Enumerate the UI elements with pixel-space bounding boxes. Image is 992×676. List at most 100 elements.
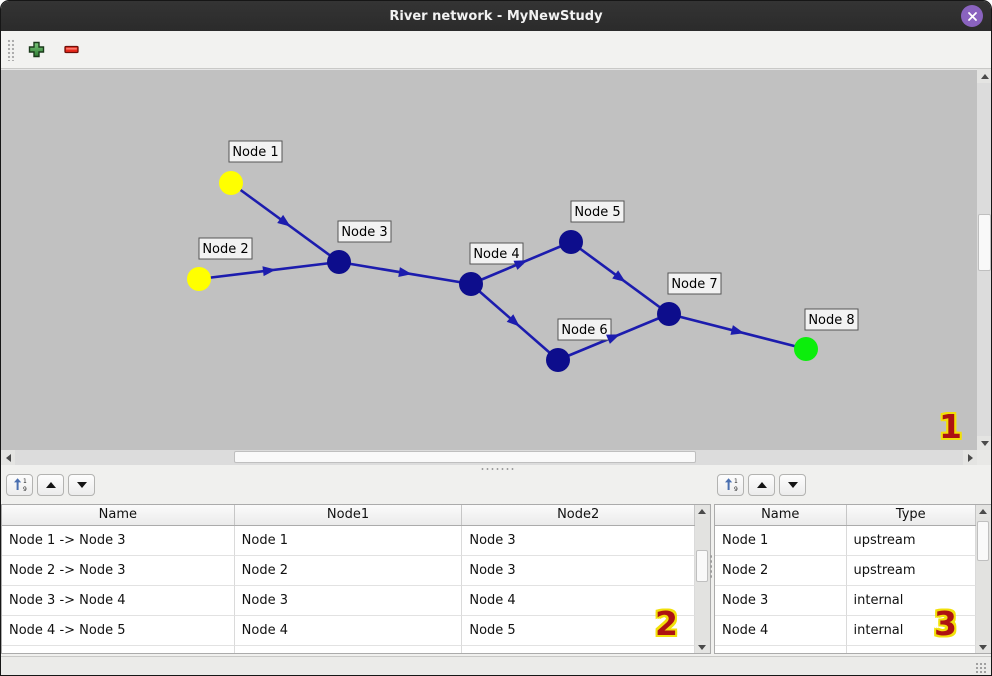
close-button[interactable] <box>961 5 983 27</box>
panel-splitter[interactable] <box>709 554 715 580</box>
svg-text:Node 4: Node 4 <box>473 247 519 262</box>
diagram-node-node-2[interactable] <box>187 267 211 291</box>
minus-icon <box>63 45 79 54</box>
links-cell-name[interactable]: Node 2 -> Node 3 <box>2 556 235 586</box>
scroll-left-icon <box>5 453 11 462</box>
node-label-node-4: Node 4 <box>469 242 524 265</box>
nodes-table-vertical-scrollbar[interactable] <box>976 504 991 654</box>
links-cell-node2[interactable]: Node 5 <box>462 616 695 646</box>
links-scroll-thumb[interactable] <box>696 550 708 582</box>
plus-icon <box>28 41 44 58</box>
links-cell-node2[interactable]: Node 3 <box>462 556 695 586</box>
links-cell-node1[interactable]: Node 1 <box>234 526 463 556</box>
nodes-column-header-name[interactable]: Name <box>715 505 847 525</box>
diagram-node-node-4[interactable] <box>459 272 483 296</box>
nodes-cell-type[interactable]: upstream <box>846 556 976 586</box>
remove-button[interactable] <box>58 37 84 63</box>
diagram-node-node-7[interactable] <box>657 302 681 326</box>
edge-arrow-icon <box>398 267 412 277</box>
nodes-scroll-up-button[interactable] <box>976 505 990 517</box>
nodes-cell-type[interactable]: internal <box>846 616 976 646</box>
links-move-down-button[interactable] <box>68 474 95 496</box>
links-sort-button[interactable]: 1 9 <box>6 474 33 496</box>
nodes-cell-type[interactable]: upstream <box>846 526 976 556</box>
nodes-cell-name[interactable]: Node 1 <box>715 526 847 556</box>
svg-text:Node 8: Node 8 <box>808 313 854 328</box>
links-cell-node2 <box>462 646 695 653</box>
diagram-scroll-left-button[interactable] <box>1 450 15 465</box>
links-scroll-down-button[interactable] <box>695 641 709 653</box>
node-label-node-2: Node 2 <box>198 237 253 260</box>
diagram-node-node-1[interactable] <box>219 171 243 195</box>
diagram-node-node-3[interactable] <box>327 250 351 274</box>
diagram-node-node-6[interactable] <box>546 348 570 372</box>
diagram-scroll-right-button[interactable] <box>963 450 977 465</box>
nodes-cell-name[interactable]: Node 2 <box>715 556 847 586</box>
titlebar[interactable]: River network - MyNewStudy <box>1 1 991 31</box>
sort-ascending-icon: 1 9 <box>724 478 738 493</box>
diagram-horizontal-scroll-thumb[interactable] <box>234 451 696 463</box>
add-button[interactable] <box>23 37 49 63</box>
horizontal-splitter[interactable] <box>1 465 991 473</box>
links-column-header-name[interactable]: Name <box>2 505 235 525</box>
annotation-marker-2: 2 <box>655 604 678 643</box>
links-scroll-up-button[interactable] <box>695 505 709 517</box>
nodes-move-down-button[interactable] <box>779 474 806 496</box>
links-column-header-node1[interactable]: Node1 <box>235 505 463 525</box>
diagram-scroll-down-button[interactable] <box>977 436 991 450</box>
triangle-down-icon <box>787 482 798 488</box>
links-cell-name[interactable]: Node 4 -> Node 5 <box>2 616 235 646</box>
nodes-cell-name[interactable]: Node 3 <box>715 586 847 616</box>
node-label-node-6: Node 6 <box>557 318 612 341</box>
nodes-move-up-button[interactable] <box>748 474 775 496</box>
nodes-scroll-thumb[interactable] <box>977 521 989 561</box>
resize-grip[interactable] <box>975 662 988 673</box>
nodes-cell-type <box>847 646 976 653</box>
scroll-right-icon <box>967 453 973 462</box>
nodes-sort-button[interactable]: 1 9 <box>717 474 744 496</box>
diagram-node-node-8[interactable] <box>794 337 818 361</box>
links-cell-node2[interactable]: Node 3 <box>462 526 695 556</box>
triangle-up-icon <box>756 482 767 488</box>
sort-ascending-icon: 1 9 <box>13 478 27 493</box>
svg-text:9: 9 <box>734 486 738 493</box>
triangle-down-icon <box>76 482 87 488</box>
links-cell-node2[interactable]: Node 4 <box>462 586 695 616</box>
links-cell-node1[interactable]: Node 2 <box>234 556 463 586</box>
links-cell-node1[interactable]: Node 4 <box>234 616 463 646</box>
diagram-vertical-scroll-thumb[interactable] <box>978 214 991 271</box>
links-cell-name[interactable]: Node 1 -> Node 3 <box>2 526 235 556</box>
main-toolbar <box>1 31 991 69</box>
diagram-scroll-up-button[interactable] <box>977 69 991 83</box>
edge-arrow-icon <box>513 260 528 270</box>
triangle-up-icon <box>45 482 56 488</box>
nodes-column-header-type[interactable]: Type <box>847 505 976 525</box>
links-cell-name[interactable]: Node 3 -> Node 4 <box>2 586 235 616</box>
links-cell-node1[interactable]: Node 3 <box>234 586 463 616</box>
diagram-horizontal-scrollbar[interactable] <box>1 450 977 465</box>
edge-arrow-icon <box>262 266 276 277</box>
nodes-cell-type[interactable]: internal <box>846 586 976 616</box>
diagram-vertical-scrollbar[interactable] <box>977 69 991 450</box>
nodes-cell-name[interactable]: Node 4 <box>715 616 847 646</box>
diagram-node-node-5[interactable] <box>559 230 583 254</box>
links-column-header-node2[interactable]: Node2 <box>462 505 695 525</box>
nodes-scroll-down-button[interactable] <box>976 641 990 653</box>
splitter-grip-icon <box>480 467 514 471</box>
links-move-up-button[interactable] <box>37 474 64 496</box>
scroll-down-icon <box>981 440 989 446</box>
toolbar-drag-handle[interactable] <box>7 38 14 61</box>
